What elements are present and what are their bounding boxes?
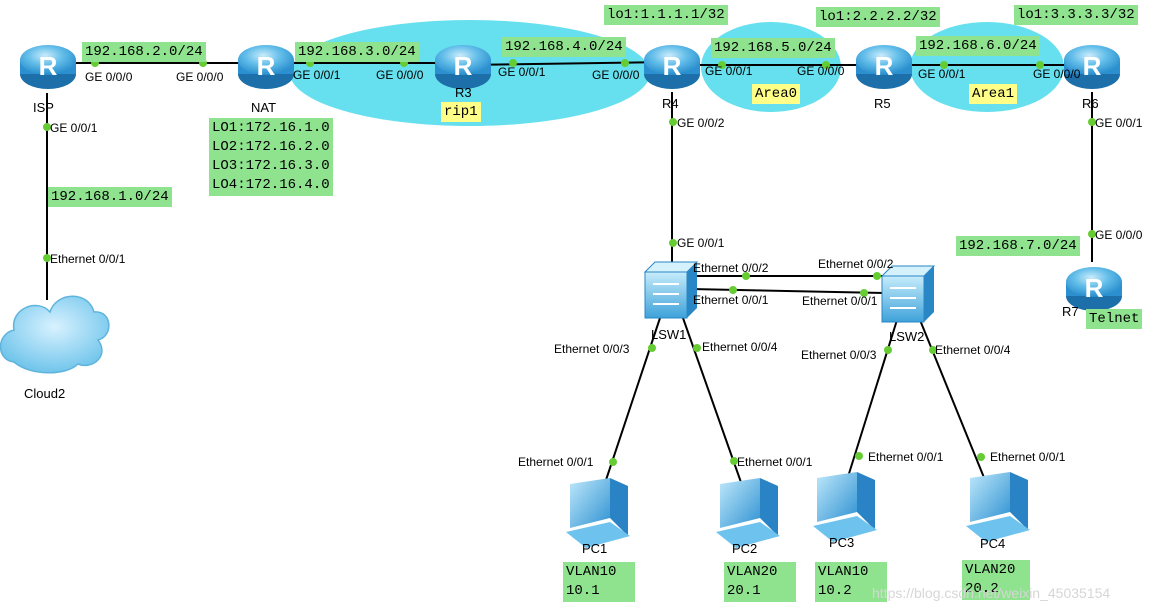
device-name-r5: R5 (874, 96, 891, 111)
device-name-lsw2: LSW2 (889, 329, 925, 344)
device-name-pc2: PC2 (732, 541, 758, 556)
device-name-r4: R4 (662, 96, 679, 111)
network-label: 192.168.3.0/24 (295, 42, 419, 62)
port-label: Ethernet 0/0/4 (935, 343, 1011, 357)
port-label: Ethernet 0/0/3 (801, 348, 877, 362)
link-lsw-e001 (689, 288, 885, 294)
device-name-r7: R7 (1062, 304, 1079, 319)
svg-text:R: R (257, 51, 276, 81)
device-name-pc3: PC3 (829, 535, 855, 550)
router-icon[interactable]: R (1064, 45, 1120, 89)
port-label: Ethernet 0/0/1 (802, 294, 878, 308)
svg-text:R: R (1083, 51, 1102, 81)
port-label: Ethernet 0/0/2 (693, 261, 769, 275)
network-label: 192.168.7.0/24 (956, 236, 1080, 256)
port-label: GE 0/0/0 (592, 68, 640, 82)
port-label: GE 0/0/0 (85, 70, 133, 84)
loopback-label-r4: lo1:1.1.1.1/32 (604, 5, 728, 25)
port-dots (43, 59, 1096, 466)
pc-icon[interactable] (813, 472, 877, 542)
port-label: GE 0/0/0 (1033, 67, 1081, 81)
port-label: Ethernet 0/0/1 (868, 450, 944, 464)
rip-tag: rip1 (441, 102, 481, 122)
svg-text:R: R (875, 51, 894, 81)
link-r3-r4 (462, 61, 673, 66)
port-label: GE 0/0/1 (705, 64, 753, 78)
router-icon[interactable]: R (20, 45, 76, 89)
area0-tag: Area0 (752, 84, 801, 104)
loopback-label-r5: lo1:2.2.2.2/32 (816, 7, 940, 27)
port-label: Ethernet 0/0/1 (990, 450, 1066, 464)
loopback-label-r6: lo1:3.3.3.3/32 (1014, 5, 1138, 25)
port-label: GE 0/0/2 (677, 116, 725, 130)
links (46, 61, 1093, 489)
device-name-nat: NAT (251, 100, 277, 115)
router-icon[interactable]: R (1066, 267, 1122, 311)
switch-icon[interactable] (643, 261, 699, 319)
area1-tag: Area1 (969, 84, 1018, 104)
loopback-list-nat: LO1:172.16.1.0 LO2:172.16.2.0 LO3:172.16… (209, 118, 333, 196)
pc4-vlan-label: VLAN20 20.2 (962, 560, 1030, 600)
port-label: GE 0/0/1 (677, 236, 725, 250)
device-name-pc4: PC4 (980, 536, 1006, 551)
network-label: 192.168.2.0/24 (82, 42, 206, 62)
pc-icon[interactable] (716, 478, 780, 548)
device-name-cloud: Cloud2 (24, 386, 66, 401)
telnet-tag: Telnet (1086, 309, 1143, 329)
port-label: Ethernet 0/0/3 (554, 342, 630, 356)
port-label: GE 0/0/1 (918, 67, 966, 81)
device-name-r3: R3 (455, 85, 472, 100)
device-name-lsw1: LSW1 (651, 327, 687, 342)
port-label: GE 0/0/1 (498, 65, 546, 79)
router-icon[interactable]: R (644, 45, 700, 89)
network-label: 192.168.5.0/24 (711, 38, 835, 58)
pc1-vlan-label: VLAN10 10.1 (563, 562, 635, 602)
device-name-isp: ISP (33, 100, 54, 115)
cloud-icon[interactable] (0, 295, 110, 374)
port-label: GE 0/0/1 (293, 68, 341, 82)
router-icon[interactable]: R (238, 45, 294, 89)
port-label: Ethernet 0/0/4 (702, 340, 778, 354)
device-name-r6: R6 (1082, 96, 1099, 111)
port-label: GE 0/0/0 (1095, 228, 1143, 242)
watermark: https://blog.csdn.net/weixin_45035154 (872, 585, 1111, 601)
pc-icon[interactable] (966, 472, 1030, 542)
port-label: Ethernet 0/0/1 (693, 293, 769, 307)
port-label: GE 0/0/0 (176, 70, 224, 84)
switch-icon[interactable] (880, 265, 936, 323)
port-label: GE 0/0/1 (1095, 116, 1143, 130)
svg-text:R: R (1085, 273, 1104, 303)
svg-text:R: R (663, 51, 682, 81)
port-label: Ethernet 0/0/1 (50, 252, 126, 266)
network-label: 192.168.4.0/24 (502, 37, 626, 57)
port-label: Ethernet 0/0/2 (818, 257, 894, 271)
device-name-pc1: PC1 (582, 541, 608, 556)
port-label: GE 0/0/0 (376, 68, 424, 82)
port-label: GE 0/0/1 (50, 121, 98, 135)
svg-text:R: R (39, 51, 58, 81)
port-label: GE 0/0/0 (797, 64, 845, 78)
router-icon[interactable]: R (856, 45, 912, 89)
network-label: 192.168.1.0/24 (48, 187, 172, 207)
router-icon[interactable]: R (435, 45, 491, 89)
svg-text:R: R (454, 51, 473, 81)
network-label: 192.168.6.0/24 (916, 36, 1040, 56)
pc2-vlan-label: VLAN20 20.1 (724, 562, 796, 602)
port-label: Ethernet 0/0/1 (737, 455, 813, 469)
port-label: Ethernet 0/0/1 (518, 455, 594, 469)
pc3-vlan-label: VLAN10 10.2 (815, 562, 887, 602)
pc-icon[interactable] (566, 478, 630, 548)
